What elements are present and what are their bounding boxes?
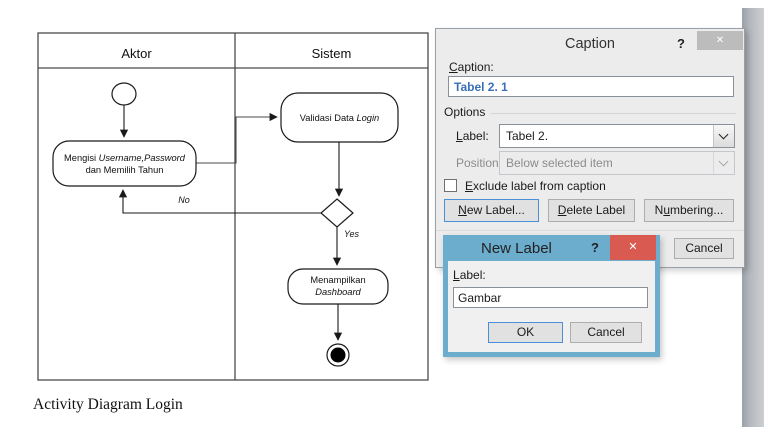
edge-decision-no: [118, 189, 321, 214]
window-edge-scroll-band[interactable]: [742, 8, 764, 427]
new-label-input[interactable]: [453, 287, 648, 308]
help-icon[interactable]: ?: [677, 36, 685, 51]
options-group-header: Options: [444, 105, 736, 119]
label-dropdown[interactable]: Tabel 2.: [499, 124, 735, 148]
chevron-down-icon: [718, 156, 729, 167]
new-label-dialog-title: New Label: [481, 240, 552, 257]
new-label-button[interactable]: New Label...: [444, 199, 539, 222]
end-node-core: [330, 347, 346, 363]
caption-dialog: Caption ? ✕ Caption: Options Label: Tabe…: [435, 28, 745, 268]
ok-button[interactable]: OK: [488, 322, 563, 343]
figure-caption-text: Activity Diagram Login: [33, 396, 183, 413]
position-dropdown-disabled: Below selected item: [499, 151, 735, 175]
lane-header-aktor: Aktor: [121, 46, 152, 61]
position-dropdown-value: Below selected item: [506, 156, 613, 170]
label-field-label: Label:: [456, 129, 489, 143]
exclude-label-checkbox[interactable]: [444, 179, 457, 192]
decision-node: [320, 198, 354, 228]
edge-label-no: No: [178, 195, 190, 205]
activity-show-dashboard-line2: Dashboard: [315, 287, 361, 297]
help-icon[interactable]: ?: [591, 240, 599, 255]
new-label-cancel-button[interactable]: Cancel: [570, 322, 642, 343]
activity-fill-form-label-line1: Mengisi Username,Password: [64, 153, 186, 163]
caption-cancel-button[interactable]: Cancel: [674, 238, 734, 259]
activity-validate-label: Validasi Data Login: [300, 113, 379, 123]
options-group-rule: [491, 112, 736, 114]
new-label-dialog-body: Label: OK Cancel: [448, 261, 655, 352]
new-label-dialog-title-bar[interactable]: New Label ? ✕: [443, 235, 660, 261]
start-node: [111, 82, 137, 106]
new-label-field-label: Label:: [453, 268, 486, 282]
footer-divider: [436, 230, 744, 231]
position-field-label: Position:: [456, 156, 503, 170]
activity-diagram: Aktor Sistem Mengisi Username,Password d…: [37, 32, 429, 381]
new-label-dialog: New Label ? ✕ Label: OK Cancel: [443, 235, 660, 357]
chevron-down-icon: [718, 129, 729, 140]
edge-label-yes: Yes: [344, 229, 360, 239]
activity-show-dashboard: [287, 268, 389, 305]
caption-input[interactable]: [448, 76, 734, 97]
label-dropdown-button[interactable]: [713, 125, 734, 147]
caption-dialog-title-bar[interactable]: Caption ? ✕: [436, 29, 744, 55]
activity-validate: [280, 92, 399, 143]
swimlane-table: [37, 32, 429, 381]
exclude-checkbox-label[interactable]: Exclude label from caption: [465, 179, 606, 193]
edge-fill-to-validate: [196, 112, 278, 164]
delete-label-button[interactable]: Delete Label: [548, 199, 635, 222]
activity-fill-form-label-line2: dan Memilih Tahun: [86, 165, 164, 175]
caption-dialog-title: Caption: [565, 36, 615, 52]
activity-show-dashboard-line1: Menampilkan: [310, 275, 365, 285]
activity-fill-form: [52, 140, 197, 187]
label-dropdown-value: Tabel 2.: [506, 129, 549, 143]
close-icon[interactable]: ✕: [697, 31, 743, 50]
numbering-button[interactable]: Numbering...: [644, 199, 734, 222]
lane-header-sistem: Sistem: [312, 46, 352, 61]
close-icon[interactable]: ✕: [610, 235, 656, 260]
position-dropdown-button: [713, 152, 734, 174]
caption-field-label: Caption:: [449, 60, 494, 74]
